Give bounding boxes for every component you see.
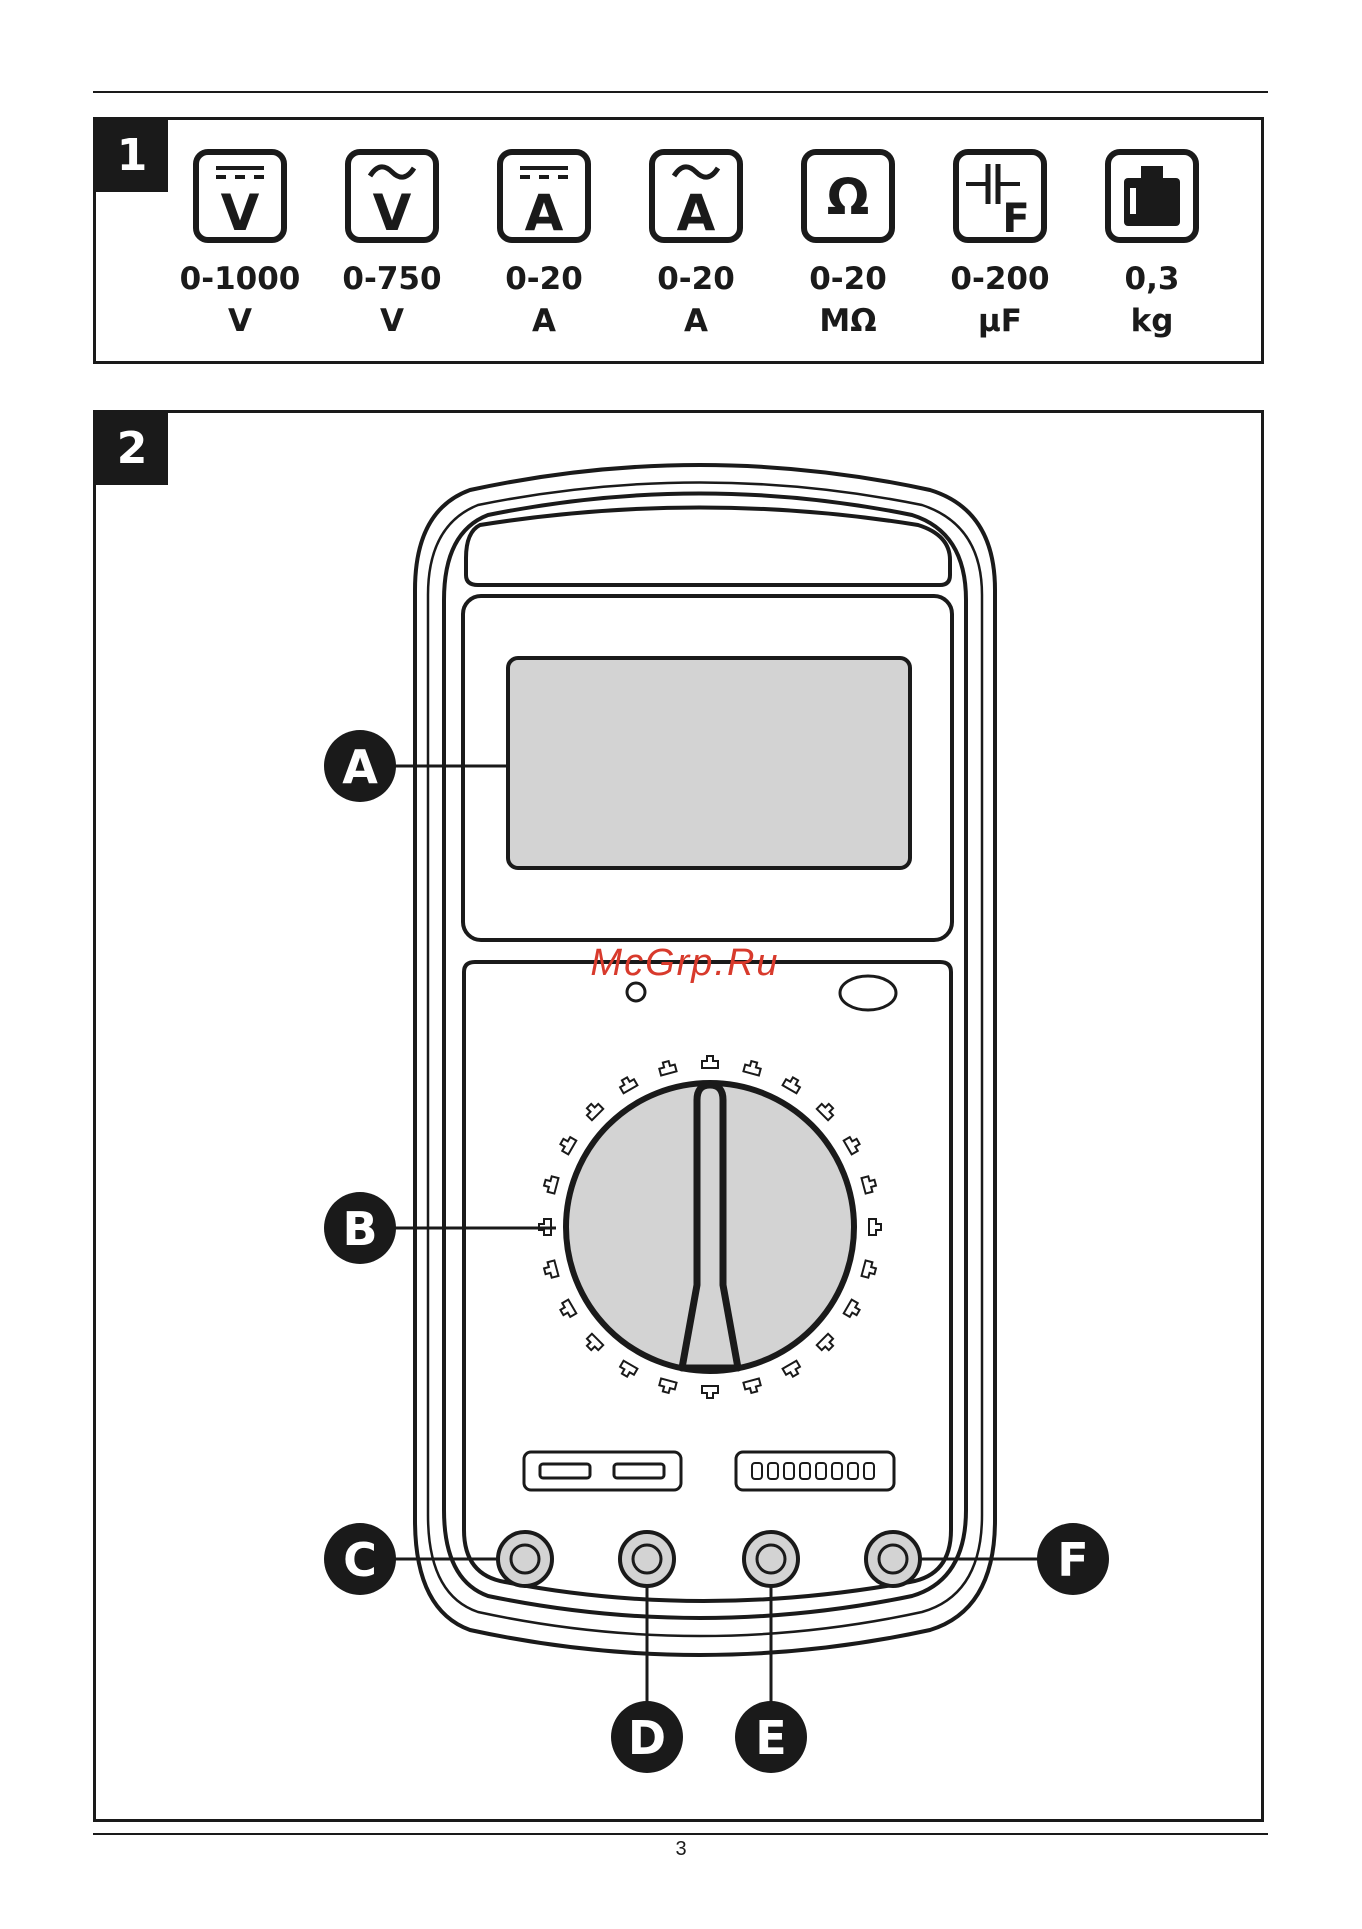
dial-marker	[817, 1334, 837, 1354]
callout-e-label: E	[755, 1711, 786, 1765]
dial-marker	[844, 1300, 862, 1320]
dial-marker	[543, 1175, 559, 1194]
input-jack-2	[620, 1532, 674, 1586]
dial-marker	[743, 1060, 762, 1076]
callout-f-label: F	[1057, 1533, 1088, 1587]
dial-marker	[702, 1386, 718, 1398]
dial-marker	[618, 1075, 638, 1093]
display-screen	[508, 658, 910, 868]
socket-pin	[800, 1463, 810, 1479]
indicator-led	[627, 983, 645, 1001]
multimeter-body-inner	[428, 483, 982, 1637]
callout-a-label: A	[342, 740, 378, 794]
input-jack-3	[744, 1532, 798, 1586]
callout-b: B	[324, 1192, 396, 1264]
switch-bar-1	[540, 1464, 590, 1478]
dial-marker	[558, 1300, 576, 1320]
dial-marker	[783, 1075, 803, 1093]
callout-a: A	[324, 730, 396, 802]
socket-pin	[864, 1463, 874, 1479]
page-number: 3	[0, 1838, 1362, 1861]
dial-marker	[583, 1100, 603, 1120]
dial-marker	[558, 1135, 576, 1155]
dial-marker	[618, 1361, 638, 1379]
top-cap	[466, 508, 950, 586]
dial-marker	[543, 1260, 559, 1279]
slide-switch-slot	[524, 1452, 681, 1490]
callout-e: E	[735, 1701, 807, 1773]
switch-bar-2	[614, 1464, 664, 1478]
transistor-socket-pins	[752, 1463, 874, 1479]
dial-marker	[743, 1379, 762, 1395]
dial-marker	[817, 1100, 837, 1120]
socket-pin	[768, 1463, 778, 1479]
dial-marker	[658, 1379, 677, 1395]
dial-marker	[844, 1135, 862, 1155]
socket-pin	[832, 1463, 842, 1479]
callout-d-label: D	[628, 1711, 666, 1765]
input-jack-1	[498, 1532, 552, 1586]
dial-marker	[869, 1219, 881, 1235]
callout-f: F	[1037, 1523, 1109, 1595]
socket-pin	[848, 1463, 858, 1479]
rotary-dial	[566, 1083, 854, 1371]
dial-marker	[862, 1175, 878, 1194]
callout-c-label: C	[343, 1533, 377, 1587]
dial-marker	[583, 1334, 603, 1354]
callout-b-label: B	[342, 1202, 377, 1256]
callout-d: D	[611, 1701, 683, 1773]
socket-pin	[816, 1463, 826, 1479]
socket-pin	[784, 1463, 794, 1479]
socket-pin	[752, 1463, 762, 1479]
watermark: McGrp.Ru	[560, 942, 810, 985]
dial-marker	[702, 1056, 718, 1068]
input-jack-4	[866, 1532, 920, 1586]
dial-marker	[658, 1060, 677, 1076]
dial-marker	[783, 1361, 803, 1379]
hold-button	[840, 976, 896, 1010]
dial-marker	[862, 1260, 878, 1279]
callout-c: C	[324, 1523, 396, 1595]
